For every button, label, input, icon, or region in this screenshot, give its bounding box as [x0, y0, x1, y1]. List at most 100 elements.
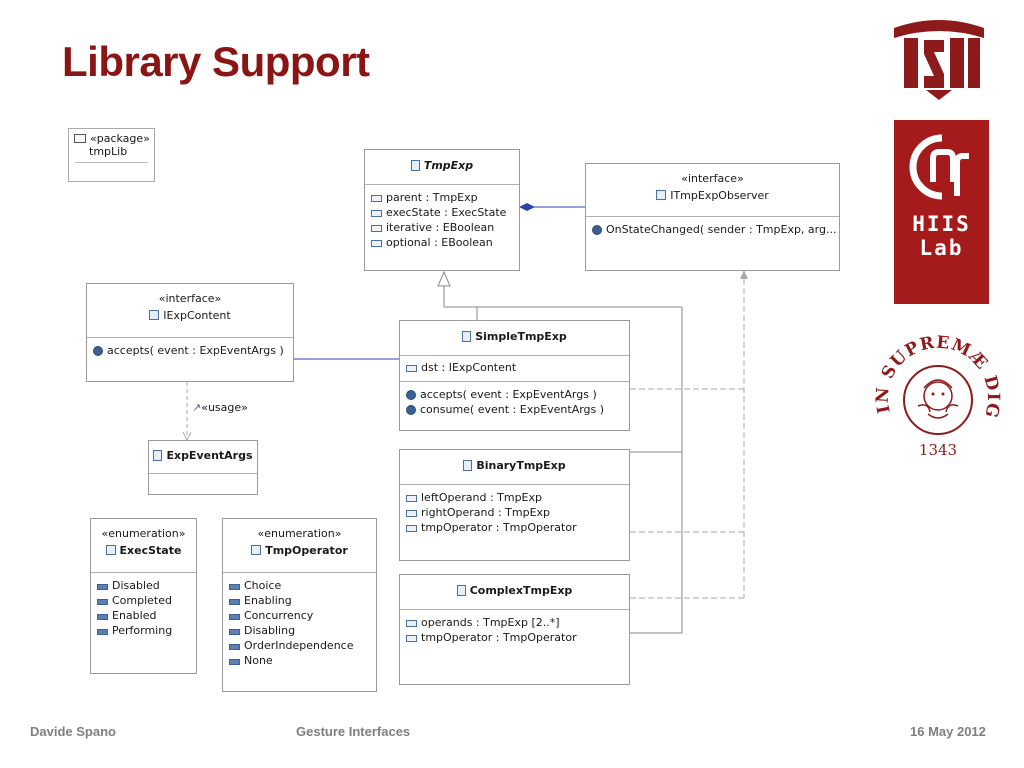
- operation-row: accepts( event : ExpEventArgs ): [400, 387, 629, 402]
- class-simpletmpexp: SimpleTmpExp dst : IExpContent accepts( …: [399, 320, 630, 431]
- attribute-row: operands : TmpExp [2..*]: [400, 615, 629, 630]
- class-icon: [410, 160, 420, 171]
- literal-icon: [229, 659, 240, 665]
- generalization-arrow: [437, 270, 451, 287]
- attribute-icon: [371, 210, 382, 217]
- composition-diamond: [519, 203, 535, 211]
- class-icon: [153, 450, 163, 461]
- folder-icon: [74, 134, 86, 143]
- interface-icon: [149, 310, 160, 320]
- attribute-icon: [406, 495, 417, 502]
- class-name: TmpExp: [423, 159, 474, 172]
- class-icon: [462, 331, 472, 342]
- operation-icon: [406, 405, 416, 415]
- enum-execstate: «enumeration» ExecState Disabled Complet…: [90, 518, 197, 674]
- attribute-icon: [406, 635, 417, 642]
- seal-motto: IN SUPREMÆ DIGNITATIS: [868, 322, 1002, 420]
- package-stereotype: «package»: [90, 132, 150, 145]
- class-tmpexp: TmpExp parent : TmpExp execState : ExecS…: [364, 149, 520, 271]
- literal-row: Disabling: [223, 623, 376, 638]
- attribute-icon: [406, 365, 417, 372]
- literal-row: Disabled: [91, 578, 196, 593]
- class-expeventargs: ExpEventArgs: [148, 440, 258, 495]
- class-icon: [456, 585, 466, 596]
- class-name: ExpEventArgs: [166, 449, 253, 462]
- literal-icon: [229, 629, 240, 635]
- seal-year: 1343: [919, 441, 957, 459]
- hiis-label-line2: Lab: [919, 236, 964, 260]
- literal-row: Performing: [91, 623, 196, 638]
- attribute-icon: [406, 525, 417, 532]
- enumeration-icon: [105, 545, 116, 555]
- footer-course: Gesture Interfaces: [296, 724, 411, 739]
- interface-stereotype: «interface»: [681, 172, 744, 185]
- operation-icon: [592, 225, 602, 235]
- enum-name: ExecState: [119, 544, 182, 557]
- operation-row: OnStateChanged( sender : TmpExp, arg...: [586, 222, 839, 237]
- attribute-row: parent : TmpExp: [365, 190, 519, 205]
- literal-icon: [229, 644, 240, 650]
- attribute-row: optional : EBoolean: [365, 235, 519, 250]
- attribute-icon: [406, 620, 417, 627]
- interface-name: IExpContent: [163, 309, 231, 322]
- literal-row: OrderIndependence: [223, 638, 376, 653]
- interface-itmpexpobserver: «interface» ITmpExpObserver OnStateChang…: [585, 163, 840, 271]
- slide-title: Library Support: [62, 38, 370, 85]
- attribute-row: dst : IExpContent: [400, 360, 629, 375]
- literal-icon: [229, 599, 240, 605]
- attribute-row: tmpOperator : TmpOperator: [400, 630, 629, 645]
- interface-icon: [656, 190, 667, 200]
- literal-row: Concurrency: [223, 608, 376, 623]
- interface-name: ITmpExpObserver: [670, 189, 769, 202]
- attribute-row: iterative : EBoolean: [365, 220, 519, 235]
- attribute-row: execState : ExecState: [365, 205, 519, 220]
- realization-arrow: [740, 270, 748, 279]
- interface-iexpcontent: «interface» IExpContent accepts( event :…: [86, 283, 294, 382]
- university-seal: IN SUPREMÆ DIGNITATIS 1343: [868, 322, 1003, 459]
- attribute-row: tmpOperator : TmpOperator: [400, 520, 629, 535]
- class-complextmpexp: ComplexTmpExp operands : TmpExp [2..*] t…: [399, 574, 630, 685]
- attribute-icon: [371, 240, 382, 247]
- literal-row: Enabling: [223, 593, 376, 608]
- usage-label: ↗«usage»: [192, 401, 248, 414]
- class-name: BinaryTmpExp: [476, 459, 566, 472]
- svg-text:IN SUPREMÆ DIGNITATIS: IN SUPREMÆ DIGNITATIS: [868, 322, 1003, 420]
- hiis-lab-logo: HIIS Lab: [894, 120, 989, 304]
- usage-icon: ↗: [192, 401, 202, 414]
- literal-icon: [97, 614, 108, 620]
- footer-date: 16 May 2012: [910, 724, 986, 739]
- operation-icon: [93, 346, 103, 356]
- enumeration-icon: [251, 545, 262, 555]
- class-icon: [463, 460, 473, 471]
- interface-stereotype: «interface»: [158, 292, 222, 305]
- class-binarytmpexp: BinaryTmpExp leftOperand : TmpExp rightO…: [399, 449, 630, 561]
- hiis-label-line1: HIIS: [912, 212, 971, 236]
- class-name: SimpleTmpExp: [475, 330, 567, 343]
- literal-row: None: [223, 653, 376, 668]
- operation-row: accepts( event : ExpEventArgs ): [87, 343, 293, 358]
- operation-row: consume( event : ExpEventArgs ): [400, 402, 629, 417]
- cnr-logo-icon: [909, 134, 969, 200]
- enum-stereotype: «enumeration»: [257, 527, 342, 540]
- literal-icon: [97, 629, 108, 635]
- footer-author: Davide Spano: [30, 724, 116, 739]
- literal-icon: [229, 584, 240, 590]
- attribute-icon: [371, 195, 382, 202]
- enum-stereotype: «enumeration»: [101, 527, 186, 540]
- attribute-row: rightOperand : TmpExp: [400, 505, 629, 520]
- package-note: «package» tmpLib: [68, 128, 155, 182]
- attribute-icon: [371, 225, 382, 232]
- literal-icon: [97, 584, 108, 590]
- attribute-icon: [406, 510, 417, 517]
- literal-icon: [97, 599, 108, 605]
- literal-row: Completed: [91, 593, 196, 608]
- operation-icon: [406, 390, 416, 400]
- enum-tmpoperator: «enumeration» TmpOperator Choice Enablin…: [222, 518, 377, 692]
- enum-name: TmpOperator: [265, 544, 348, 557]
- literal-icon: [229, 614, 240, 620]
- class-name: ComplexTmpExp: [469, 584, 573, 597]
- attribute-row: leftOperand : TmpExp: [400, 490, 629, 505]
- isti-logo: [894, 20, 984, 100]
- literal-row: Choice: [223, 578, 376, 593]
